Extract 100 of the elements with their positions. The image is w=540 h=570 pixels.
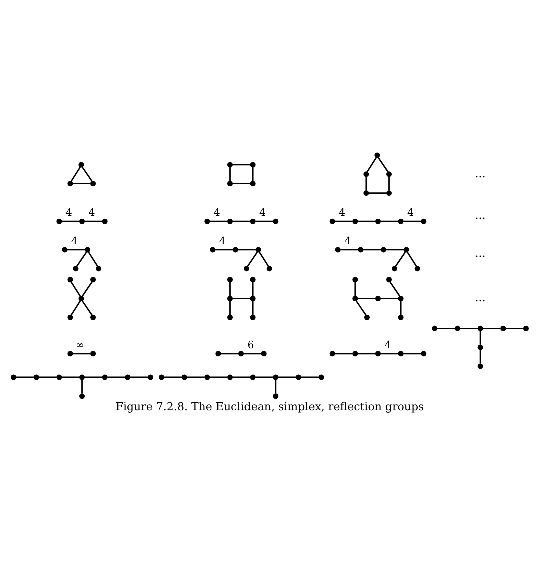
connector: [480, 350, 482, 364]
connector: [230, 282, 231, 296]
node-circle: [210, 247, 216, 253]
edge-label: 4: [344, 236, 352, 248]
edge-label: 4: [219, 236, 226, 248]
node-circle: [80, 374, 86, 380]
connector: [395, 252, 406, 268]
edge-label: 4: [214, 208, 220, 220]
connector: [460, 328, 478, 330]
connector: [386, 249, 404, 251]
connector: [82, 282, 93, 297]
edge-label: ∞: [76, 340, 84, 352]
node-circle: [523, 326, 529, 332]
node-circle: [68, 181, 74, 187]
connector: [70, 282, 82, 297]
node-circle: [398, 296, 404, 302]
node-circle: [80, 394, 86, 400]
connector: [275, 380, 277, 394]
label: ...: [475, 246, 486, 260]
connector: [230, 167, 231, 182]
node-circle: [375, 218, 381, 224]
node-circle: [414, 266, 420, 272]
node-circle: [256, 247, 262, 253]
node-circle: [250, 314, 256, 320]
node-circle: [159, 374, 165, 380]
node-circle: [398, 351, 404, 357]
node-circle: [102, 218, 108, 224]
edge-label: 4: [339, 208, 346, 220]
node-circle: [34, 374, 40, 380]
connector: [256, 220, 274, 222]
connector: [70, 300, 82, 316]
node-circle: [228, 374, 233, 380]
connector: [84, 220, 103, 222]
node-circle: [330, 218, 336, 224]
node-circle: [273, 374, 279, 380]
node-circle: [228, 181, 233, 187]
node-circle: [352, 351, 358, 357]
node-circle: [228, 314, 233, 320]
node-circle: [102, 374, 108, 380]
node-circle: [478, 326, 484, 332]
node-circle: [250, 218, 256, 224]
connector: [483, 328, 501, 330]
node-circle: [216, 351, 222, 357]
connector: [82, 300, 93, 316]
connector: [247, 252, 258, 268]
node-circle: [296, 374, 302, 380]
caption: Figure 7.2.8. The Euclidean, simplex, reflection groups: [116, 400, 424, 414]
connector: [232, 220, 251, 222]
node-circle: [96, 266, 102, 272]
connector: [404, 220, 422, 222]
node-circle: [90, 277, 96, 283]
node-circle: [90, 351, 96, 357]
node-circle: [238, 351, 244, 357]
node-circle: [228, 218, 233, 224]
connector: [278, 376, 296, 378]
node-circle: [90, 181, 96, 187]
node-circle: [375, 351, 381, 357]
node-circle: [358, 247, 364, 253]
node-circle: [90, 314, 96, 320]
edge-label: 4: [88, 208, 96, 220]
node-circle: [204, 218, 210, 224]
node-circle: [78, 296, 84, 302]
connector: [335, 220, 353, 222]
connector: [368, 192, 387, 194]
connector: [130, 376, 148, 378]
node-circle: [68, 351, 74, 357]
connector: [72, 353, 91, 355]
node-circle: [330, 351, 336, 357]
node-circle: [352, 218, 358, 224]
connector: [378, 158, 389, 173]
node-circle: [500, 326, 506, 332]
node-circle: [228, 277, 233, 283]
connector: [506, 328, 524, 330]
node-circle: [386, 172, 392, 178]
node-circle: [398, 314, 404, 320]
label: ...: [475, 167, 486, 180]
connector: [358, 353, 376, 355]
connector: [70, 166, 82, 182]
connector: [252, 282, 254, 296]
connector: [232, 164, 251, 166]
connector: [340, 249, 358, 251]
node-circle: [182, 374, 188, 380]
connector: [230, 301, 231, 316]
node-circle: [11, 374, 17, 380]
node-circle: [352, 296, 358, 302]
connector: [380, 353, 399, 355]
node-circle: [244, 266, 250, 272]
connector: [256, 376, 274, 378]
node-circle: [421, 218, 427, 224]
connector: [437, 328, 456, 330]
connector: [62, 376, 80, 378]
label: ...: [475, 209, 486, 222]
connector: [232, 183, 251, 185]
edge-label: 4: [66, 208, 72, 220]
edge-label: 6: [248, 340, 254, 352]
connector: [259, 252, 270, 267]
connector: [232, 376, 251, 378]
node-circle: [318, 374, 324, 380]
connector: [390, 282, 401, 297]
node-circle: [62, 247, 68, 253]
